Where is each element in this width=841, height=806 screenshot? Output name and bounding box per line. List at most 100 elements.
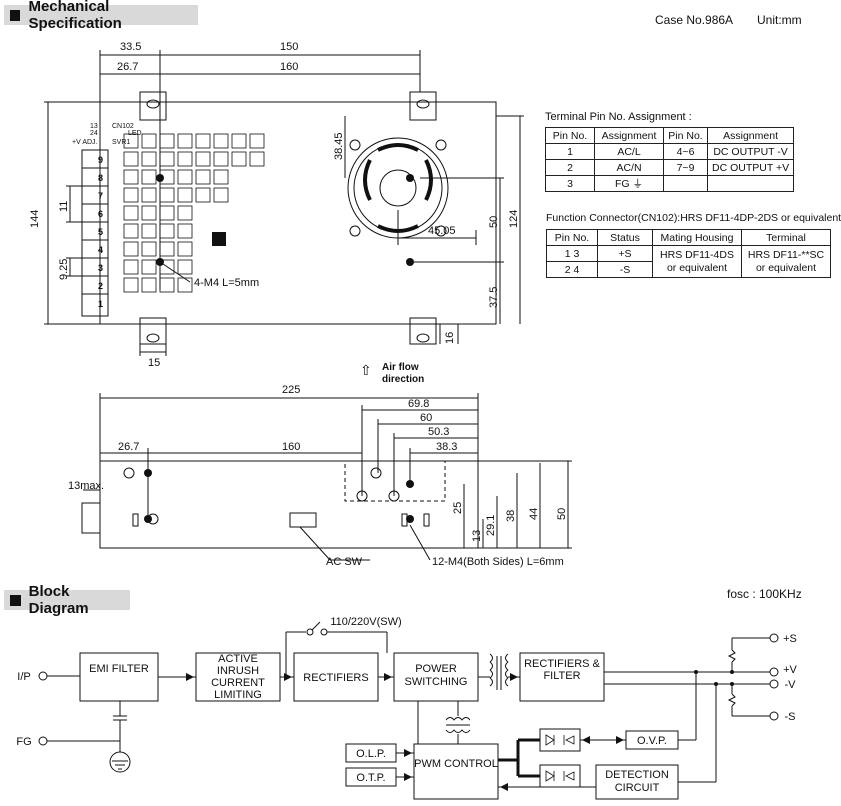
pcb-vadj: +V ADJ. [72, 139, 98, 146]
side-dim-38: 38 [505, 510, 517, 522]
cell: 3 [545, 175, 595, 192]
cell: AC/N [594, 159, 664, 176]
cell: 2 [545, 159, 595, 176]
term-7: 7 [98, 191, 103, 201]
top-view-drawing: 33.5 150 26.7 160 38.45 50 124 144 45.05… [29, 41, 524, 369]
pcb-24: 24 [90, 130, 98, 137]
otp-label: O.T.P. [356, 772, 385, 784]
header-square-icon [10, 9, 21, 21]
block-diagram: I/P FG 110/220V(SW) RECTIFIERS O.L.P. O.… [16, 616, 798, 800]
out-s-plus: +S [783, 633, 797, 645]
ac-sw-label: AC SW [326, 556, 363, 568]
terminal-table: Pin No. Assignment Pin No. Assignment 1 … [545, 127, 795, 192]
dim-33-5: 33.5 [120, 41, 141, 53]
switch-label: 110/220V(SW) [330, 616, 401, 628]
cell: 1 [545, 143, 595, 160]
block-diagram-header: Block Diagram [4, 583, 130, 617]
pcb-13: 13 [90, 123, 98, 130]
dim-11: 11 [58, 201, 70, 212]
cell: 2 4 [546, 261, 598, 278]
dim-15: 15 [148, 357, 160, 369]
cell: DC OUTPUT +V [706, 159, 795, 176]
cell: 7~9 [663, 159, 708, 176]
function-table: Pin No. Status Mating Housing Terminal 1… [546, 229, 831, 278]
block-diagram-title: Block Diagram [28, 583, 89, 617]
mating-cell: HRS DF11-4DS or equivalent [652, 245, 742, 278]
terminal-table-title: Terminal Pin No. Assignment : [545, 111, 692, 123]
th-assign2: Assignment [706, 127, 795, 144]
term-6: 6 [98, 209, 103, 219]
cell: -S [597, 261, 653, 278]
side-dim-44: 44 [528, 508, 540, 520]
pcb-led: LED [128, 130, 142, 137]
dim-124: 124 [508, 210, 520, 228]
side-dim-225: 225 [282, 384, 300, 396]
table-row: 2 AC/N 7~9 DC OUTPUT +V [545, 159, 795, 176]
th-pin2: Pin No. [663, 127, 708, 144]
side-dim-13: 13 [471, 530, 483, 542]
ip-label: I/P [17, 671, 30, 683]
side-view-drawing: 225 69.8 60 50.3 38.3 26.7 160 13max. 25… [68, 384, 572, 568]
cell: 4~6 [663, 143, 708, 160]
rect-filter-box: RECTIFIERS & FILTER [524, 658, 600, 682]
side-dim-13max: 13max. [68, 480, 104, 492]
side-dim-160: 160 [282, 441, 300, 453]
th-assign: Assignment [594, 127, 664, 144]
emi-filter-box: EMI FILTER [89, 663, 149, 675]
table-row: 1 3 +S HRS DF11-4DS or equivalent HRS DF… [546, 245, 831, 278]
dim-150: 150 [280, 41, 298, 53]
pcb-cn102: CN102 [112, 123, 134, 130]
out-v-plus: +V [783, 664, 797, 676]
dim-16: 16 [444, 332, 456, 344]
side-dim-50-3: 50.3 [428, 426, 449, 438]
table-row: 2 4 -S [546, 261, 831, 278]
cell: +S [597, 245, 653, 262]
case-no: Case No.986A [655, 13, 734, 27]
dim-26-7: 26.7 [117, 61, 138, 73]
table-header-row: Pin No. Assignment Pin No. Assignment [545, 127, 795, 144]
airflow-label: Air flow direction [382, 362, 425, 385]
power-switching-box: POWER SWITCHING [404, 663, 468, 688]
header-square-icon [10, 594, 21, 606]
side-dim-26-7: 26.7 [118, 441, 139, 453]
dim-160: 160 [280, 61, 298, 73]
cell: 1 3 [546, 245, 598, 262]
cell [706, 175, 795, 192]
term-5: 5 [98, 227, 103, 237]
term-2: 2 [98, 281, 103, 291]
cell: AC/L [594, 143, 664, 160]
side-dim-60: 60 [420, 412, 432, 424]
dim-45-05: 45.05 [428, 225, 456, 237]
pwm-control-box: PWM CONTROL [414, 758, 498, 770]
side-dim-29-1: 29.1 [485, 515, 497, 536]
th-status: Status [597, 229, 653, 246]
ovp-label: O.V.P. [637, 735, 667, 747]
side-dim-38-3: 38.3 [436, 441, 457, 453]
term-8: 8 [98, 173, 103, 183]
detection-circuit-box: DETECTION CIRCUIT [605, 769, 669, 794]
side-dim-25: 25 [452, 502, 464, 514]
th-terminal: Terminal [741, 229, 831, 246]
th-pin: Pin No. [546, 229, 598, 246]
table-row: 1 AC/L 4~6 DC OUTPUT -V [545, 143, 795, 160]
dim-9-25: 9.25 [58, 259, 70, 280]
mech-spec-header: Mechanical Specification [4, 0, 198, 32]
table-row: 3 FG ⏚ [545, 175, 795, 192]
unit-label: Unit:mm [757, 13, 802, 27]
term-1: 1 [98, 299, 103, 309]
fg-label: FG [16, 736, 31, 748]
screw-note-top: 4-M4 L=5mm [194, 277, 259, 289]
out-v-minus: -V [785, 679, 797, 691]
out-s-minus: -S [785, 711, 796, 723]
function-table-title: Function Connector(CN102):HRS DF11-4DP-2… [546, 212, 841, 224]
th-mating: Mating Housing [652, 229, 742, 246]
side-dim-50: 50 [556, 508, 568, 520]
airflow-icon: ⇧ [360, 362, 372, 378]
mech-spec-title: Mechanical Specification [28, 0, 122, 32]
cell [663, 175, 708, 192]
fosc-label: fosc : 100KHz [727, 587, 802, 601]
table-header-row: Pin No. Status Mating Housing Terminal [546, 229, 831, 246]
th-pin: Pin No. [545, 127, 595, 144]
dim-37-5: 37.5 [488, 287, 500, 308]
cell: FG ⏚ [594, 175, 664, 192]
